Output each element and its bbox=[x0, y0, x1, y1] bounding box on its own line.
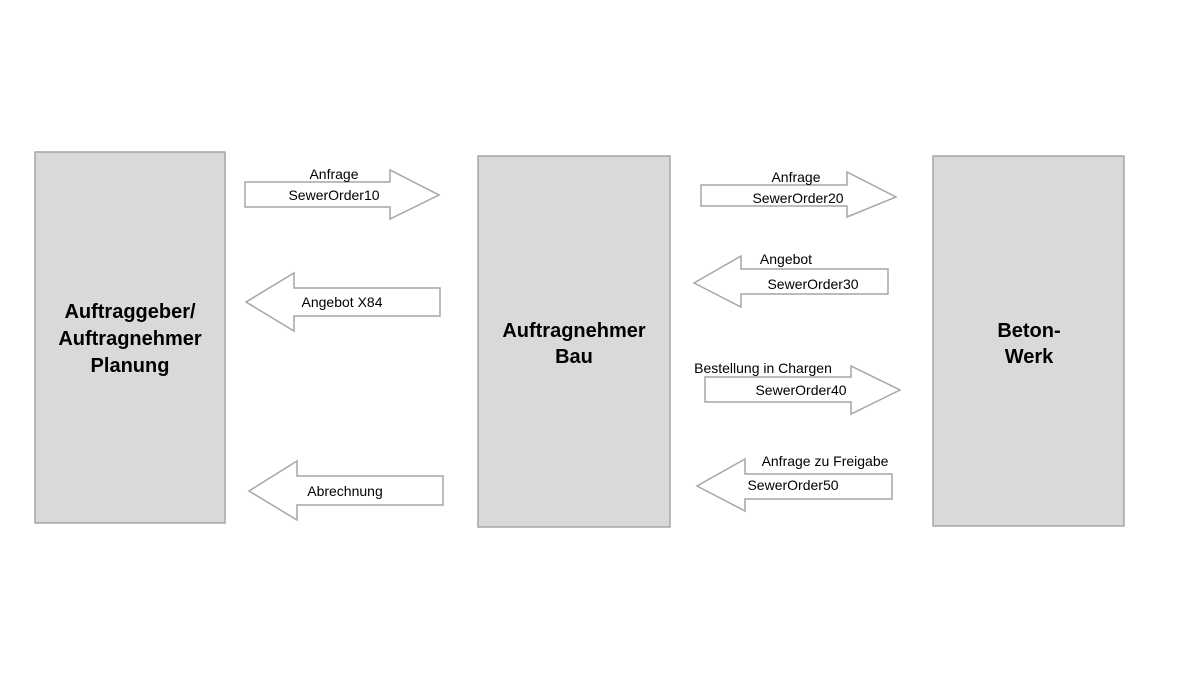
arrow-label-body: SewerOrder40 bbox=[755, 382, 846, 398]
arrow-right-shape bbox=[700, 170, 898, 219]
box-auftragnehmer-bau-line-2: Bau bbox=[555, 346, 593, 368]
arrow-anfrage-sewerorder10: Anfrage SewerOrder10 bbox=[244, 166, 441, 221]
arrow-label-top: Anfrage zu Freigabe bbox=[762, 453, 889, 469]
arrow-label-top: Angebot bbox=[760, 251, 812, 267]
arrow-left-shape bbox=[244, 271, 441, 333]
arrow-label-top: Anfrage bbox=[771, 169, 820, 185]
arrow-left-shape bbox=[695, 457, 893, 513]
arrow-right-shape bbox=[704, 364, 902, 416]
box-auftraggeber-planung-line-2: Auftragnehmer bbox=[58, 328, 202, 350]
arrow-bestellung-sewerorder40: Bestellung in Chargen SewerOrder40 bbox=[694, 360, 902, 416]
arrow-angebot-sewerorder30: Angebot SewerOrder30 bbox=[692, 251, 889, 309]
arrow-label-body: SewerOrder20 bbox=[752, 190, 843, 206]
box-beton-werk-line-2: Werk bbox=[1005, 346, 1054, 368]
box-auftraggeber-planung-shape bbox=[34, 151, 226, 524]
box-beton-werk-shape bbox=[932, 155, 1125, 527]
arrow-right-shape bbox=[244, 168, 441, 221]
arrow-angebot-x84: Angebot X84 bbox=[244, 271, 441, 333]
arrow-label-body: SewerOrder30 bbox=[767, 276, 858, 292]
arrow-label-body: Abrechnung bbox=[307, 483, 383, 499]
box-beton-werk-line-1: Beton- bbox=[997, 320, 1060, 342]
arrow-left-shape bbox=[692, 254, 889, 309]
box-auftragnehmer-bau-shape bbox=[477, 155, 671, 528]
arrow-anfrage-freigabe-sewerorder50: Anfrage zu Freigabe SewerOrder50 bbox=[695, 453, 893, 513]
arrow-label-top: Bestellung in Chargen bbox=[694, 360, 832, 376]
arrow-left-shape bbox=[247, 459, 444, 522]
arrow-label-body: Angebot X84 bbox=[302, 294, 383, 310]
arrow-abrechnung: Abrechnung bbox=[247, 459, 444, 522]
arrow-anfrage-sewerorder20: Anfrage SewerOrder20 bbox=[700, 169, 898, 219]
box-auftraggeber-planung-line-1: Auftraggeber/ bbox=[64, 301, 196, 323]
arrow-label-body: SewerOrder50 bbox=[747, 477, 838, 493]
box-auftragnehmer-bau-line-1: Auftragnehmer bbox=[502, 320, 646, 342]
box-auftragnehmer-bau: Auftragnehmer Bau bbox=[477, 155, 671, 528]
box-beton-werk: Beton- Werk bbox=[932, 155, 1125, 527]
box-auftraggeber-planung-line-3: Planung bbox=[91, 355, 170, 377]
arrow-label-body: SewerOrder10 bbox=[288, 187, 379, 203]
box-auftraggeber-planung: Auftraggeber/ Auftragnehmer Planung bbox=[34, 151, 226, 524]
arrow-label-top: Anfrage bbox=[309, 166, 358, 182]
